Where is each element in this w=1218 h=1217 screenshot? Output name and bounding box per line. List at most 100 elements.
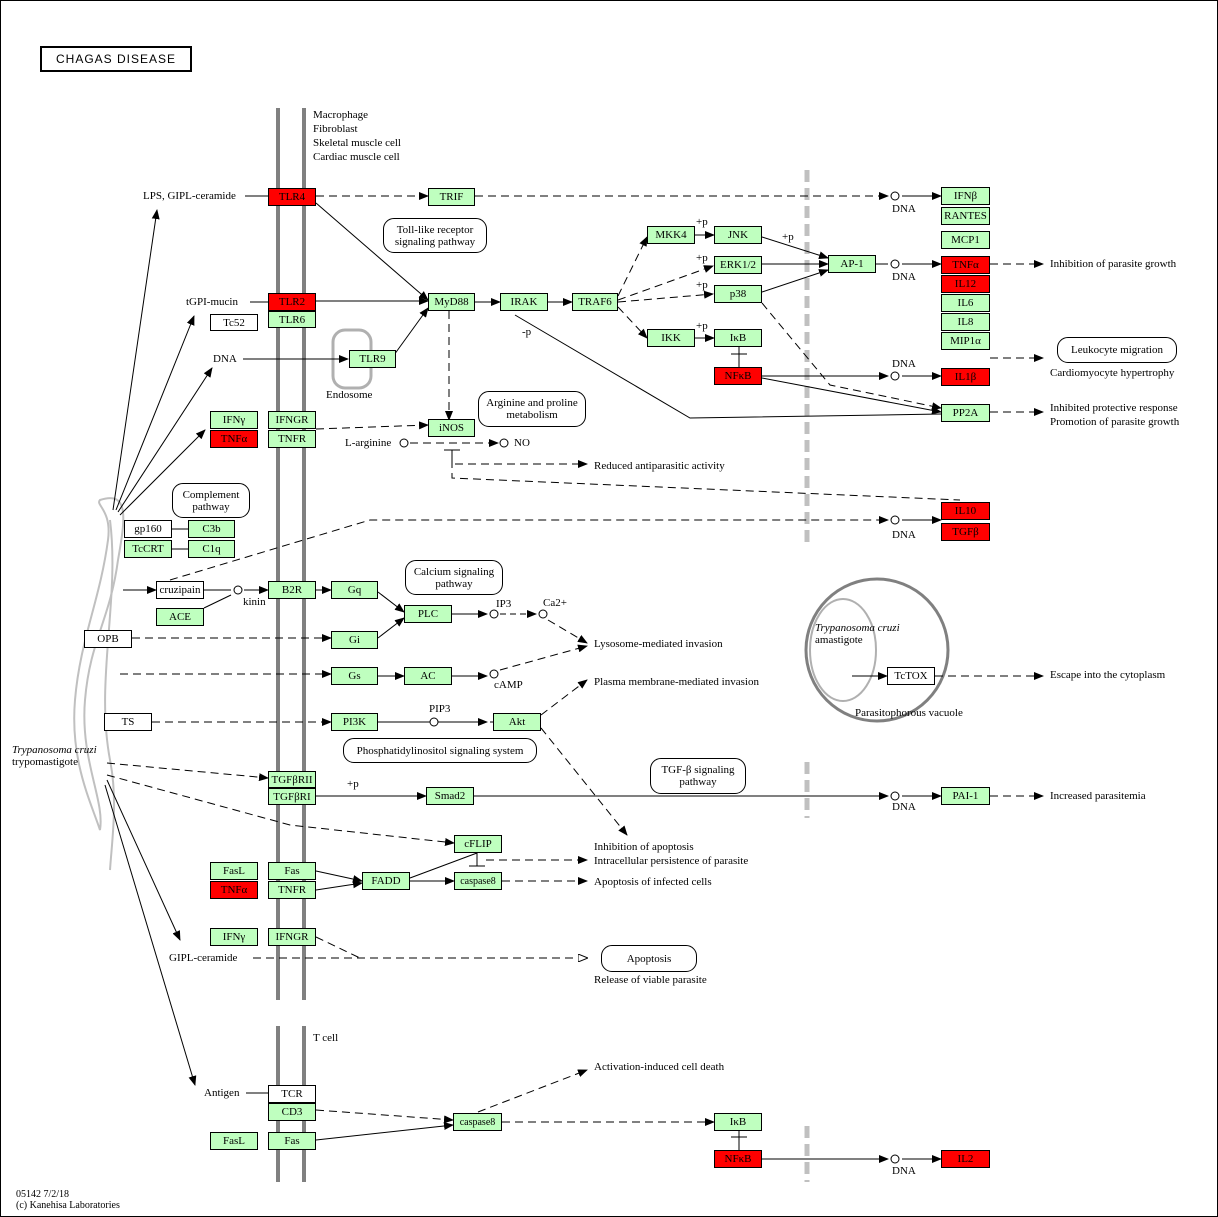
- gene-il8[interactable]: IL8: [941, 313, 990, 331]
- gene-ifnb[interactable]: IFNβ: [941, 187, 990, 205]
- gene-ace[interactable]: ACE: [156, 608, 204, 626]
- gene-il1b[interactable]: IL1β: [941, 368, 990, 386]
- gene-tlr2[interactable]: TLR2: [268, 293, 316, 311]
- gene-il10[interactable]: IL10: [941, 502, 990, 520]
- gene-tnfr-1[interactable]: TNFR: [268, 430, 316, 448]
- outcome-apop-inf: Apoptosis of infected cells: [594, 876, 712, 888]
- pathway-calcium[interactable]: Calcium signaling pathway: [405, 560, 503, 595]
- gene-fas-2[interactable]: Fas: [268, 1132, 316, 1150]
- gene-gq[interactable]: Gq: [331, 581, 378, 599]
- gene-pi3k[interactable]: PI3K: [331, 713, 378, 731]
- label-camp: cAMP: [494, 679, 523, 691]
- gene-ifng-2[interactable]: IFNγ: [210, 928, 258, 946]
- gene-mcp1[interactable]: MCP1: [941, 231, 990, 249]
- gene-tgfb[interactable]: TGFβ: [941, 523, 990, 541]
- gene-tc52[interactable]: Tc52: [210, 314, 258, 331]
- gene-plc[interactable]: PLC: [404, 605, 452, 623]
- gene-tcr[interactable]: TCR: [268, 1085, 316, 1103]
- gene-jnk[interactable]: JNK: [714, 226, 762, 244]
- gene-mkk4[interactable]: MKK4: [647, 226, 695, 244]
- pathway-arginine[interactable]: Arginine and proline metabolism: [478, 391, 586, 427]
- footer-copyright: (c) Kanehisa Laboratories: [16, 1200, 120, 1211]
- gene-opb[interactable]: OPB: [84, 630, 132, 648]
- gene-fadd[interactable]: FADD: [362, 872, 410, 890]
- label-dna-3: DNA: [892, 358, 916, 370]
- gene-il6[interactable]: IL6: [941, 294, 990, 312]
- gene-tnfr-2[interactable]: TNFR: [268, 881, 316, 899]
- gene-ikb-2[interactable]: IκB: [714, 1113, 762, 1131]
- gene-c1q[interactable]: C1q: [188, 540, 235, 558]
- label-dna-left: DNA: [213, 353, 237, 365]
- gene-ifngr-2[interactable]: IFNGR: [268, 928, 316, 946]
- outcome-intracell: Intracellular persistence of parasite: [594, 855, 749, 867]
- gene-traf6[interactable]: TRAF6: [572, 293, 618, 311]
- gene-nfkb[interactable]: NFκB: [714, 367, 762, 385]
- outcome-lyso: Lysosome-mediated invasion: [594, 638, 723, 650]
- gene-akt[interactable]: Akt: [493, 713, 541, 731]
- gene-myd88[interactable]: MyD88: [428, 293, 475, 311]
- gene-il2[interactable]: IL2: [941, 1150, 990, 1168]
- celltype-skeletal: Skeletal muscle cell: [313, 137, 401, 149]
- gene-caspase8-1[interactable]: caspase8: [454, 872, 502, 890]
- gene-tgfbr2[interactable]: TGFβRII: [268, 771, 316, 788]
- gene-caspase8-2[interactable]: caspase8: [453, 1113, 502, 1131]
- gene-tnfa-2[interactable]: TNFα: [210, 881, 258, 899]
- gene-ifngr-1[interactable]: IFNGR: [268, 411, 316, 429]
- gene-gs[interactable]: Gs: [331, 667, 378, 685]
- gene-fas-1[interactable]: Fas: [268, 862, 316, 880]
- pathway-tgfb[interactable]: TGF-β signaling pathway: [650, 758, 746, 794]
- gene-fasl-1[interactable]: FasL: [210, 862, 258, 880]
- gene-tlr4[interactable]: TLR4: [268, 188, 316, 206]
- gene-erk12[interactable]: ERK1/2: [714, 256, 762, 274]
- label-p-ikb: +p: [696, 320, 708, 332]
- gene-nfkb-2[interactable]: NFκB: [714, 1150, 762, 1168]
- gene-rantes[interactable]: RANTES: [941, 207, 990, 225]
- gene-inos[interactable]: iNOS: [428, 419, 475, 437]
- gene-irak[interactable]: IRAK: [500, 293, 548, 311]
- outcome-cardio: Cardiomyocyte hypertrophy: [1050, 367, 1175, 379]
- gene-cflip[interactable]: cFLIP: [454, 835, 502, 853]
- gene-c3b[interactable]: C3b: [188, 520, 235, 538]
- outcome-promo-parasite: Promotion of parasite growth: [1050, 416, 1180, 428]
- pathway-complement[interactable]: Complement pathway: [172, 483, 250, 518]
- gene-tccrt[interactable]: TcCRT: [124, 540, 172, 558]
- gene-pai1[interactable]: PAI-1: [941, 787, 990, 805]
- gene-ifng-1[interactable]: IFNγ: [210, 411, 258, 429]
- gene-ts[interactable]: TS: [104, 713, 152, 731]
- gene-gi[interactable]: Gi: [331, 631, 378, 649]
- gene-ikk[interactable]: IKK: [647, 329, 695, 347]
- gene-smad2[interactable]: Smad2: [426, 787, 474, 805]
- gene-trif[interactable]: TRIF: [428, 188, 475, 206]
- gene-cd3[interactable]: CD3: [268, 1103, 316, 1121]
- gene-p38[interactable]: p38: [714, 285, 762, 303]
- pathway-pi-system[interactable]: Phosphatidylinositol signaling system: [343, 738, 537, 763]
- gene-il12[interactable]: IL12: [941, 275, 990, 293]
- pathway-apoptosis[interactable]: Apoptosis: [601, 945, 697, 972]
- label-p-jnk: +p: [782, 231, 794, 243]
- gene-tctox[interactable]: TcTOX: [887, 667, 935, 685]
- gene-tnfa-1[interactable]: TNFα: [210, 430, 258, 448]
- label-endosome: Endosome: [326, 389, 373, 401]
- gene-tgfbr1[interactable]: TGFβRI: [268, 788, 316, 805]
- label-trypomastigote: trypomastigote: [12, 756, 78, 768]
- gene-ap1[interactable]: AP-1: [828, 255, 876, 273]
- outcome-parasitemia: Increased parasitemia: [1050, 790, 1146, 802]
- gene-b2r[interactable]: B2R: [268, 581, 316, 599]
- label-no: NO: [514, 437, 530, 449]
- gene-pp2a[interactable]: PP2A: [941, 404, 990, 422]
- gene-gp160[interactable]: gp160: [124, 520, 172, 538]
- gene-mip1a[interactable]: MIP1α: [941, 332, 990, 350]
- pathway-tlr[interactable]: Toll-like receptor signaling pathway: [383, 218, 487, 253]
- gene-tlr9[interactable]: TLR9: [349, 350, 396, 368]
- pathway-leukocyte[interactable]: Leukocyte migration: [1057, 337, 1177, 363]
- gene-cruzipain[interactable]: cruzipain: [156, 581, 204, 599]
- outcome-plasma: Plasma membrane-mediated invasion: [594, 676, 759, 688]
- label-dna-6: DNA: [892, 1165, 916, 1177]
- gene-ac[interactable]: AC: [404, 667, 452, 685]
- gene-tlr6[interactable]: TLR6: [268, 311, 316, 328]
- label-lps: LPS, GIPL-ceramide: [143, 190, 236, 202]
- gene-tnfa-out[interactable]: TNFα: [941, 256, 990, 274]
- gene-fasl-2[interactable]: FasL: [210, 1132, 258, 1150]
- gene-ikb[interactable]: IκB: [714, 329, 762, 347]
